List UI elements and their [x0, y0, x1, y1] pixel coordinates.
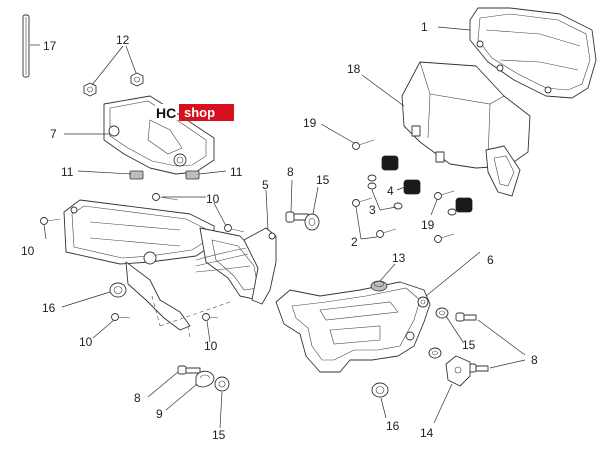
- callout-19-right: 19: [421, 218, 435, 232]
- screw-10d: [111, 313, 131, 321]
- callout-14: 14: [420, 426, 434, 440]
- callout-1: 1: [421, 20, 428, 34]
- part-8-9-bolt-clamp-lower: [177, 365, 215, 388]
- callout-15-right: 15: [462, 338, 476, 352]
- part-11-clips: [129, 170, 200, 180]
- callout-13: 13: [392, 251, 406, 265]
- callout-15-top: 15: [316, 173, 330, 187]
- part-5-wiring-bracket: [195, 227, 277, 305]
- callout-9: 9: [156, 407, 163, 421]
- screw-19b: [434, 190, 455, 200]
- part-15-spacers: [214, 213, 442, 392]
- callout-3: 3: [369, 203, 376, 217]
- leader-lines: [30, 26, 526, 429]
- part-4-rubber-blocks: [381, 155, 473, 213]
- callout-19-left: 19: [303, 116, 317, 130]
- logo-suffix: shop: [184, 105, 215, 120]
- part-18-housing: [401, 61, 531, 197]
- part-12-nuts: [83, 72, 144, 97]
- part-13-plug: [370, 280, 388, 292]
- callout-10-bottom: 10: [204, 339, 218, 353]
- callout-15-bottom: 15: [212, 428, 226, 442]
- screw-10e: [202, 313, 219, 321]
- screw-10b: [152, 193, 179, 201]
- part-10-screws: [40, 193, 245, 321]
- callout-2: 2: [351, 235, 358, 249]
- callout-16-bottom: 16: [386, 419, 400, 433]
- parts-2-3-19-screws: [352, 139, 457, 243]
- callout-10-bottomleft: 10: [79, 335, 93, 349]
- callout-11-right: 11: [230, 165, 243, 179]
- callout-4: 4: [387, 184, 394, 198]
- callout-8-right: 8: [531, 353, 538, 367]
- callout-7: 7: [50, 127, 57, 141]
- screw-10c: [224, 224, 245, 233]
- callout-16-left: 16: [42, 301, 56, 315]
- callout-17: 17: [43, 39, 57, 53]
- part-14-clamp-bracket: [445, 355, 471, 387]
- part-16-grommets: [109, 282, 389, 398]
- callout-12: 12: [116, 33, 130, 47]
- assembly-guide-lines: [151, 295, 231, 339]
- hcshop-logo: HC shop: [155, 104, 234, 122]
- callout-8-upper: 8: [287, 165, 294, 179]
- part-6-main-bracket: [275, 281, 431, 373]
- screw-10a: [40, 217, 61, 225]
- left-bracket-assembly: [63, 199, 271, 331]
- callout-18: 18: [347, 62, 361, 76]
- part-1-instrument-panel: [469, 7, 597, 99]
- callout-10-top: 10: [206, 192, 220, 206]
- screw-19a: [352, 139, 375, 150]
- callout-5: 5: [262, 178, 269, 192]
- screw-2c: [434, 233, 455, 243]
- callout-10-left: 10: [21, 244, 35, 258]
- callout-labels: 1 2 3 4 5 6 7 8 8 8 9 10 10 10 10 11 11 …: [21, 20, 538, 442]
- logo-prefix: HC: [156, 105, 176, 121]
- callout-6: 6: [487, 253, 494, 267]
- callout-11-left: 11: [61, 165, 74, 179]
- part-17-rod: [22, 14, 30, 78]
- screw-2b: [376, 228, 397, 238]
- callout-8-lower: 8: [134, 391, 141, 405]
- screw-2a: [352, 197, 373, 207]
